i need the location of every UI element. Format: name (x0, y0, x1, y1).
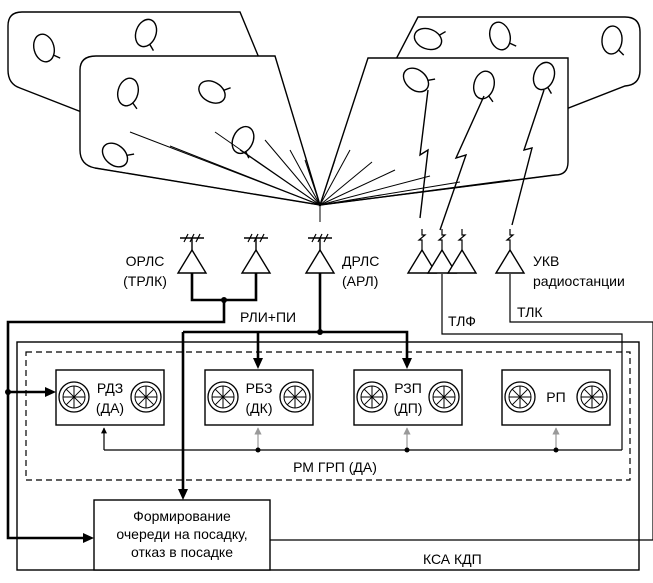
tlk-radio (495, 228, 525, 274)
radio-links (419, 89, 545, 231)
rm-grp-frame (25, 351, 631, 481)
orls-label: ОРЛС (126, 253, 165, 269)
rdz-label: РДЗ (97, 380, 123, 396)
workstation-rp (501, 369, 611, 426)
orls-sublabel: (ТРЛК) (123, 273, 167, 289)
rzp-label: РЗП (394, 380, 422, 396)
rli-pi-label: РЛИ+ПИ (240, 309, 296, 325)
tlk-label: ТЛК (517, 304, 543, 320)
workstation-rdz (55, 369, 165, 426)
queue-label-line3: отказ в посадке (131, 544, 233, 560)
rdz-sublabel: (ДА) (96, 400, 124, 416)
ksa-kdp-frame (16, 341, 640, 571)
ksa-kdp-label: КСА КДП (423, 551, 482, 567)
rzp-sublabel: (ДП) (394, 400, 423, 416)
rli-pi-bus-arrows (5, 297, 412, 543)
tlf-label: ТЛФ (448, 313, 476, 329)
ukv-sublabel: радиостанции (533, 273, 625, 289)
queue-label-line2: очереди на посадку, (116, 526, 247, 542)
workstation-rzp (353, 369, 463, 426)
rp-label: РП (546, 389, 565, 405)
rm-feedback-arrows (101, 427, 560, 453)
ukv-label: УКВ (533, 253, 559, 269)
rm-grp-label: РМ ГРП (ДА) (293, 459, 377, 475)
tlf-tlk-links (104, 274, 653, 541)
drls-sublabel: (АРЛ) (342, 273, 378, 289)
airspace-zone-left (7, 11, 322, 207)
drls-label: ДРЛС (342, 253, 379, 269)
tlf-radio-3 (447, 228, 477, 274)
rbz-sublabel: (ДК) (246, 400, 273, 416)
rbz-label: РБЗ (246, 380, 273, 396)
workstation-rbz (204, 369, 314, 426)
queue-formation-block (93, 499, 271, 571)
airspace-zone-right (318, 16, 641, 207)
orls-antenna-1 (177, 233, 207, 274)
orls-antenna-2 (241, 233, 271, 274)
radar-beams (94, 131, 556, 222)
drls-antenna (305, 233, 335, 274)
queue-label-line1: Формирование (133, 508, 231, 524)
